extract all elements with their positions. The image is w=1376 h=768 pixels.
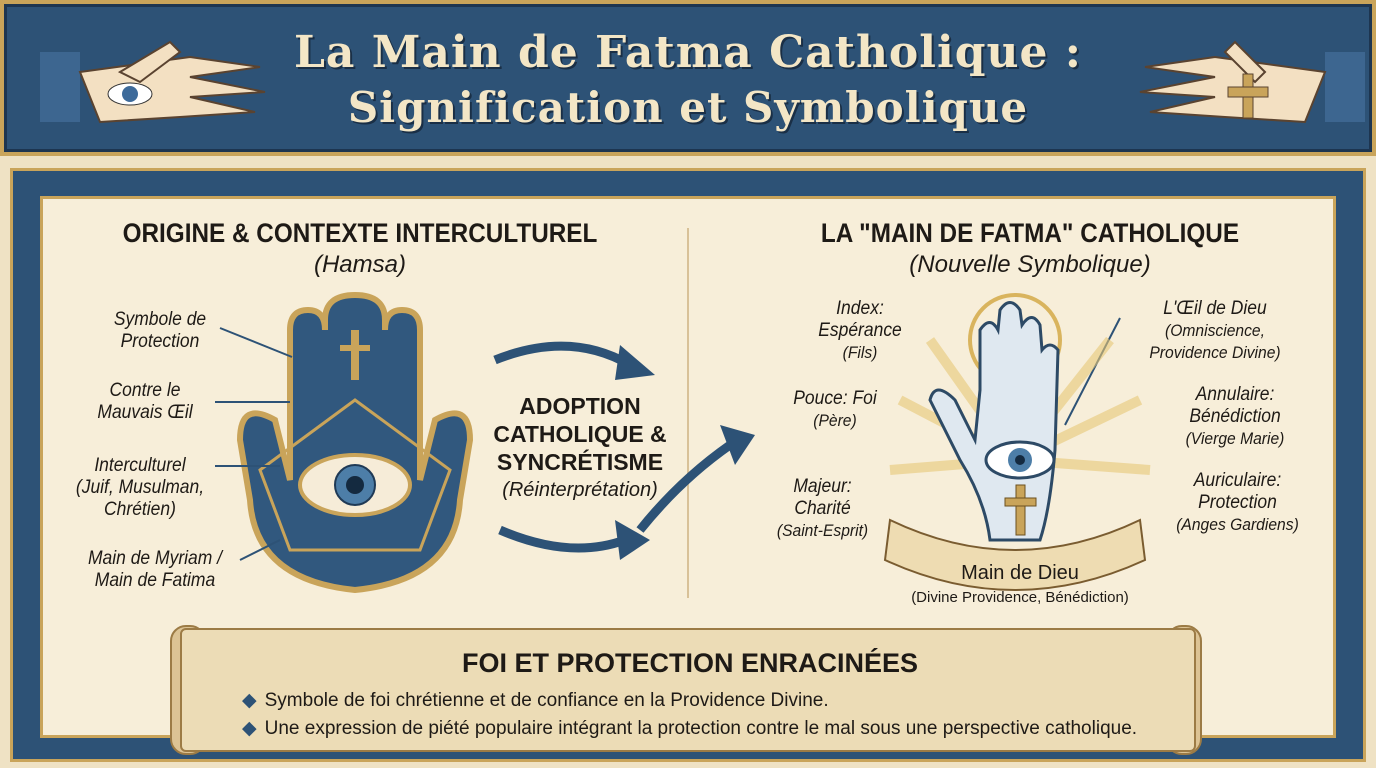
label-line: Bénédiction — [1189, 406, 1281, 427]
bullet-item: ◆ Une expression de piété populaire intég… — [242, 718, 1137, 740]
label-line: L'Œil de Dieu — [1163, 298, 1267, 319]
header-banner — [0, 0, 1376, 156]
arrows-icon — [493, 341, 755, 560]
label-line: Symbole de — [113, 309, 207, 330]
label-line: (Père) — [813, 411, 857, 430]
diamond-icon: ◆ — [242, 690, 257, 711]
label-line: (Vierge Marie) — [1185, 429, 1285, 448]
label-line: Chrétien) — [104, 499, 176, 520]
label-line: Charité — [794, 498, 851, 519]
label-ring-finger: Annulaire:Bénédiction (Vierge Marie) — [1166, 384, 1304, 450]
label-eye-of-god: L'Œil de Dieu (Omniscience, Providence Div… — [1137, 298, 1293, 364]
label-line: Main de Fatima — [94, 570, 216, 591]
banner-subtitle: (Divine Providence, Bénédiction) — [911, 589, 1129, 606]
summary-scroll: FOI ET PROTECTION ENRACINÉES ◆ Symbole de… — [180, 628, 1196, 752]
label-myriam-fatima: Main de Myriam /Main de Fatima — [72, 548, 238, 592]
label-index: Index:Espérance (Fils) — [796, 298, 925, 364]
label-line: (Fils) — [842, 343, 878, 362]
adoption-line: CATHOLIQUE & — [493, 421, 667, 447]
label-line: (Anges Gardiens) — [1176, 515, 1299, 534]
label-line: (Saint-Esprit) — [776, 521, 869, 540]
adoption-line: ADOPTION — [519, 393, 641, 419]
label-line: Index: — [836, 298, 884, 319]
label-line: Providence Divine) — [1149, 343, 1281, 362]
left-heading: ORIGINE & CONTEXTE INTERCULTUREL — [122, 218, 598, 248]
adoption-line: SYNCRÉTISME — [496, 449, 664, 475]
bullet-item: ◆ Symbole de foi chrétienne et de confian… — [242, 690, 829, 712]
divider — [687, 228, 689, 598]
label-little-finger: Auriculaire:Protection (Anges Gardiens) — [1162, 470, 1314, 536]
left-subheading: (Hamsa) — [313, 251, 406, 278]
scroll-title: FOI ET PROTECTION ENRACINÉES — [461, 648, 919, 678]
label-line: Mauvais Œil — [97, 402, 193, 423]
label-line: Protection — [1198, 492, 1277, 513]
hand-eye-icon — [40, 40, 266, 124]
right-heading: LA "MAIN DE FATMA" CATHOLIQUE — [820, 218, 1240, 248]
adoption-label: ADOPTION CATHOLIQUE & SYNCRÉTISME (Réint… — [480, 392, 680, 504]
title-line-2: Signification et Symbolique — [347, 83, 1029, 132]
label-line: Annulaire: — [1195, 384, 1275, 405]
label-middle-finger: Majeur:Charité (Saint-Esprit) — [760, 476, 884, 542]
label-line: Auriculaire: — [1193, 470, 1282, 491]
adoption-line: (Réinterprétation) — [502, 479, 658, 501]
label-line: Majeur: — [793, 476, 852, 497]
label-line: Protection — [120, 331, 200, 352]
diamond-icon: ◆ — [242, 718, 257, 739]
label-line: Contre le — [109, 380, 181, 401]
bullet-text: Symbole de foi chrétienne et de confianc… — [264, 690, 829, 711]
label-line: (Omniscience, — [1165, 321, 1265, 340]
label-intercultural: Interculturel(Juif, Musulman,Chrétien) — [66, 455, 213, 521]
banner-title: Main de Dieu — [961, 562, 1079, 584]
hamsa-icon — [236, 291, 474, 594]
bullet-text: Une expression de piété populaire intégr… — [264, 718, 1138, 739]
label-line: Espérance — [818, 320, 902, 341]
label-thumb: Pouce: Foi (Père) — [766, 388, 904, 432]
label-line: Pouce: Foi — [793, 388, 877, 409]
hand-of-god-icon — [883, 293, 1151, 591]
label-line: (Juif, Musulman, — [75, 477, 205, 498]
label-line: Interculturel — [94, 455, 186, 476]
right-subheading: (Nouvelle Symbolique) — [909, 251, 1151, 278]
title-line-1: La Main de Fatma Catholique : — [293, 27, 1083, 78]
hand-cross-icon — [1139, 40, 1365, 124]
label-line: Main de Myriam / — [87, 548, 223, 569]
